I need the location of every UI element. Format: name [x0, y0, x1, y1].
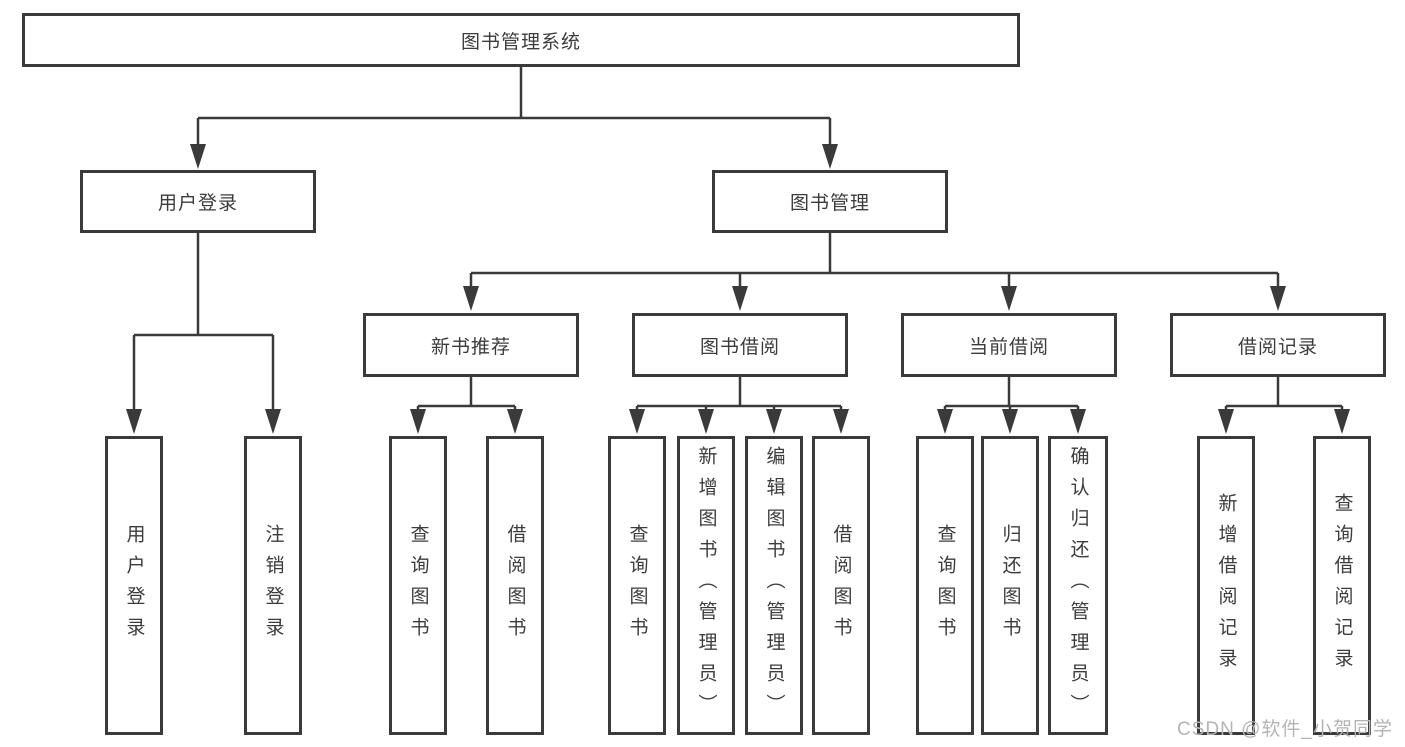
node-label: 查询借阅记录	[1331, 492, 1353, 679]
leaf-logout: 注销登录	[244, 436, 302, 735]
arrowhead	[1218, 409, 1234, 434]
edge-root-split	[196, 67, 832, 150]
node-label: 查询图书	[626, 523, 648, 648]
node-root: 图书管理系统	[22, 13, 1020, 67]
arrowhead	[1070, 409, 1086, 434]
arrowhead	[833, 409, 849, 434]
leaf-return-books: 归还图书	[981, 436, 1039, 735]
arrowhead	[629, 409, 645, 434]
leaf-current-query-books: 查询图书	[916, 436, 974, 735]
arrowhead	[410, 409, 426, 434]
node-label: 图书借阅	[699, 336, 780, 358]
node-label: 用户登录	[123, 523, 145, 648]
edge-current-borrow-split	[943, 377, 1080, 416]
node-label: 新增借阅记录	[1215, 492, 1237, 679]
node-label: 借阅记录	[1237, 336, 1318, 358]
arrowhead	[265, 409, 281, 434]
node-borrow-records: 借阅记录	[1170, 313, 1386, 377]
arrowhead	[1270, 286, 1286, 311]
arrowhead	[507, 409, 523, 434]
node-label: 用户登录	[157, 193, 238, 214]
arrowhead	[126, 409, 142, 434]
arrowhead	[698, 409, 714, 434]
node-label: 图书管理	[789, 193, 870, 214]
node-label: 新书推荐	[430, 336, 511, 358]
leaf-recommend-borrow-books: 借阅图书	[486, 436, 544, 735]
arrowhead	[1001, 286, 1017, 311]
arrowhead	[1002, 409, 1018, 434]
arrowhead	[1334, 409, 1350, 434]
arrowhead	[937, 409, 953, 434]
leaf-add-borrow-record: 新增借阅记录	[1197, 436, 1255, 735]
arrowhead	[766, 409, 782, 434]
node-label: 借阅图书	[830, 523, 852, 648]
csdn-watermark: CSDN @软件_小贺同学	[1177, 719, 1393, 740]
node-book-borrow: 图书借阅	[632, 313, 848, 377]
node-label: 查询图书	[407, 523, 429, 648]
leaf-borrow-books: 借阅图书	[812, 436, 870, 735]
leaf-recommend-query-books: 查询图书	[389, 436, 447, 735]
node-label: 归还图书	[999, 523, 1021, 648]
node-label: 注销登录	[262, 523, 284, 648]
node-label: 编辑图书（管理员）	[763, 446, 785, 725]
edge-new-book-rec-split	[416, 377, 517, 416]
node-label: 新增图书（管理员）	[695, 446, 717, 725]
edge-user-login-split	[132, 233, 275, 416]
arrowhead	[190, 144, 206, 169]
leaf-query-borrow-record: 查询借阅记录	[1313, 436, 1371, 735]
arrowhead	[822, 144, 838, 169]
leaf-edit-books-admin: 编辑图书（管理员）	[745, 436, 803, 735]
arrowhead	[732, 286, 748, 311]
leaf-borrow-query-books: 查询图书	[608, 436, 666, 735]
node-label: 当前借阅	[968, 336, 1049, 358]
leaf-add-books-admin: 新增图书（管理员）	[677, 436, 735, 735]
node-new-book-recommend: 新书推荐	[363, 313, 579, 377]
node-current-borrow: 当前借阅	[901, 313, 1117, 377]
edge-book-borrow-split	[635, 377, 843, 416]
node-label: 查询图书	[934, 523, 956, 648]
node-user-login: 用户登录	[80, 170, 316, 233]
arrowhead	[463, 286, 479, 311]
node-label: 确认归还（管理员）	[1067, 446, 1089, 725]
node-label: 图书管理系统	[460, 31, 581, 53]
node-book-management: 图书管理	[712, 170, 948, 233]
leaf-confirm-return-admin: 确认归还（管理员）	[1048, 436, 1108, 735]
node-label: 借阅图书	[504, 523, 526, 648]
leaf-user-login: 用户登录	[105, 436, 163, 735]
edge-borrow-records-split	[1224, 377, 1344, 416]
edge-book-mgmt-split	[469, 233, 1280, 293]
